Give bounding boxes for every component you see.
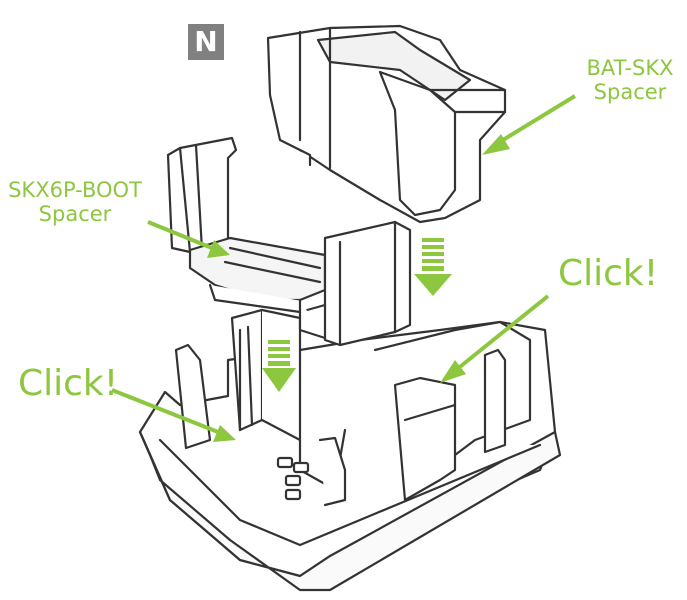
down-arrow-top: [414, 238, 452, 296]
click-right-leader-arrow: [440, 294, 550, 383]
down-arrow-bottom: [262, 340, 296, 392]
bat-skx-spacer: [266, 24, 507, 224]
skx6p-boot-label: SKX6P-BOOT Spacer: [0, 180, 150, 225]
click-left-label: Click!: [18, 363, 119, 404]
click-left-leader-arrow: [111, 388, 236, 442]
skx6p-boot-label-line2: Spacer: [38, 202, 112, 226]
skx6p-boot-leader-arrow: [147, 220, 230, 258]
bat-skx-leader-arrow: [482, 94, 577, 155]
charger-base: [138, 308, 562, 592]
bat-skx-label-line2: Spacer: [593, 80, 667, 104]
click-right-label: Click!: [558, 253, 659, 294]
skx6p-boot-label-line1: SKX6P-BOOT: [8, 178, 142, 202]
bat-skx-label: BAT-SKX Spacer: [580, 58, 680, 103]
bat-skx-label-line1: BAT-SKX: [586, 56, 674, 80]
view-badge: N: [188, 24, 224, 60]
